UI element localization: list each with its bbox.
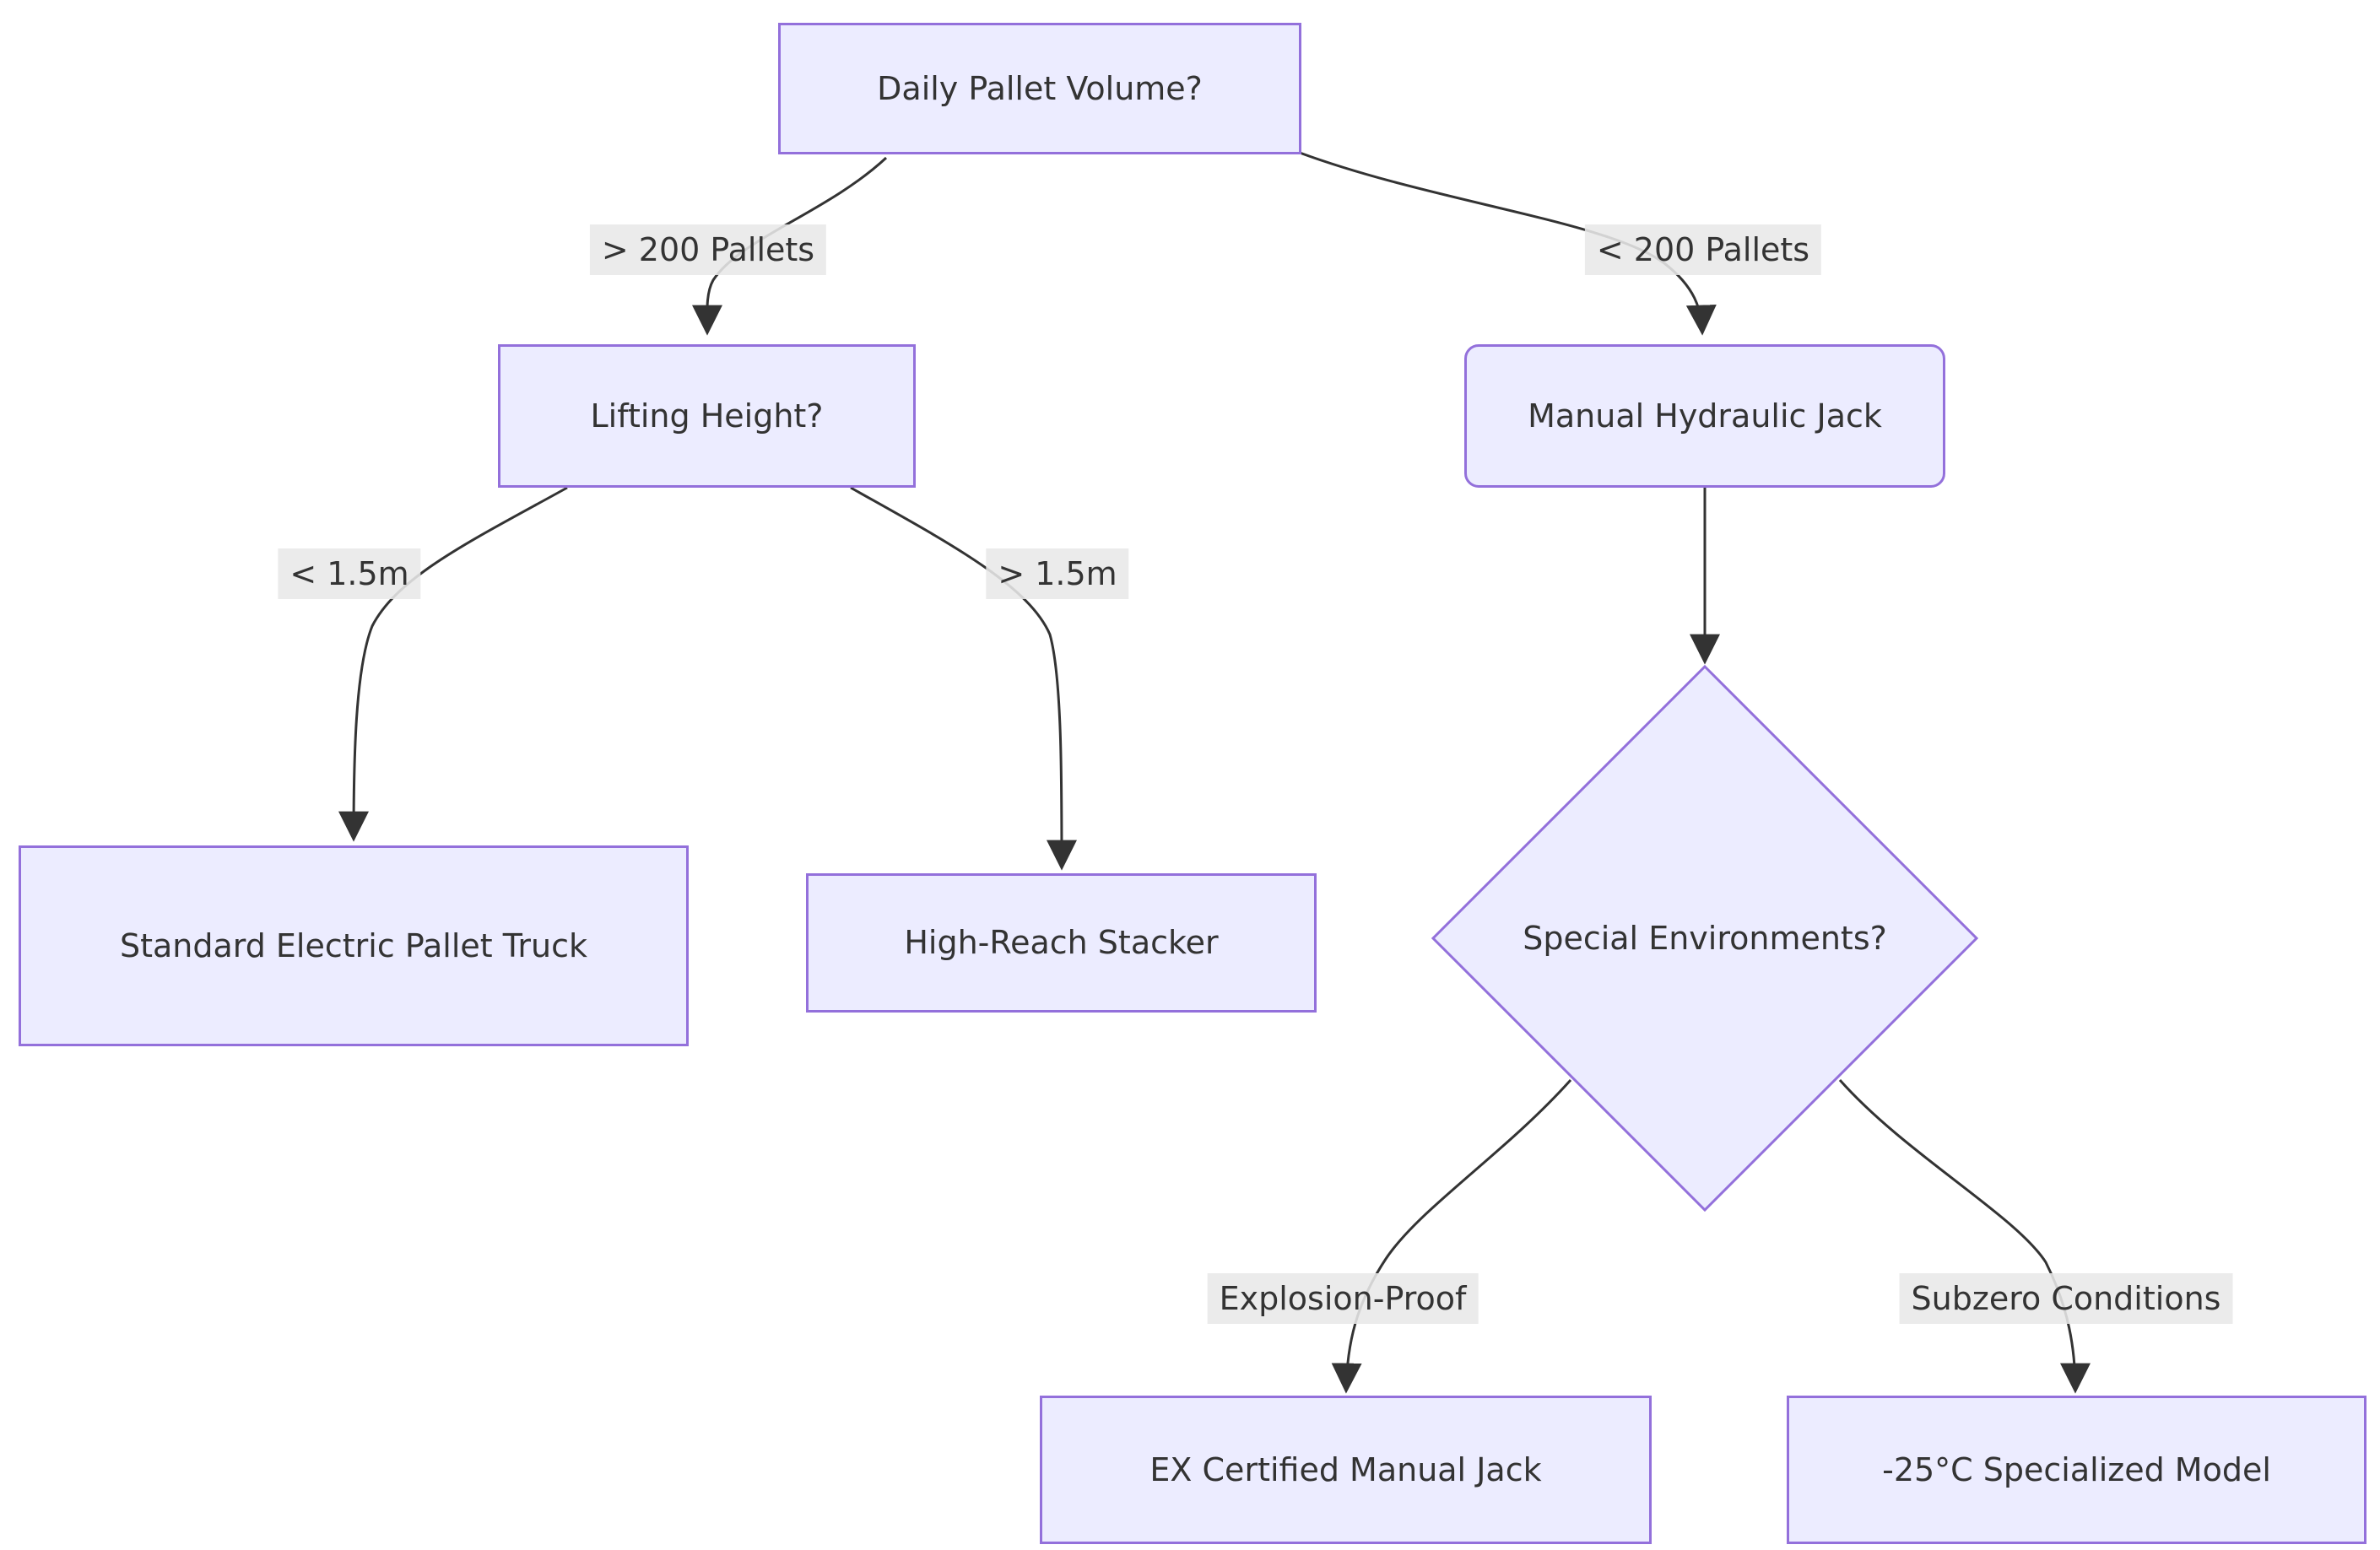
node-high-reach-stacker: High-Reach Stacker [806, 873, 1317, 1013]
edge-special-env-to-subzero-model [1838, 1079, 2091, 1394]
node-lifting-height-label: Lifting Height? [590, 397, 824, 435]
node-ex-certified-manual-jack-label: EX Certified Manual Jack [1149, 1450, 1542, 1488]
edge-lifting-to-standard-truck [338, 486, 568, 842]
edge-label-explosion-proof: Explosion-Proof [1207, 1273, 1479, 1324]
node-ex-certified-manual-jack: EX Certified Manual Jack [1040, 1396, 1652, 1544]
node-high-reach-stacker-label: High-Reach Stacker [904, 924, 1219, 962]
node-lifting-height: Lifting Height? [498, 344, 916, 488]
edge-special-env-to-ex-certified [1331, 1078, 1572, 1394]
edge-label-subzero-conditions: Subzero Conditions [1899, 1273, 2233, 1324]
edge-label-gt-200-pallets: > 200 Pallets [589, 224, 827, 275]
node-standard-electric-pallet-truck: Standard Electric Pallet Truck [19, 845, 689, 1046]
node-manual-hydraulic-jack: Manual Hydraulic Jack [1464, 344, 1945, 488]
edge-lifting-to-high-reach [850, 486, 1077, 871]
node-daily-pallet-volume: Daily Pallet Volume? [778, 23, 1301, 154]
node-standard-electric-pallet-truck-label: Standard Electric Pallet Truck [119, 926, 588, 964]
edge-label-gt-1-5m: > 1.5m [986, 548, 1129, 599]
decision-special-environments-shape [1431, 664, 1979, 1212]
edge-label-lt-1-5m: < 1.5m [278, 548, 421, 599]
node-subzero-specialized-model-label: -25°C Specialized Model [1882, 1450, 2271, 1488]
edge-label-lt-200-pallets: < 200 Pallets [1584, 224, 1822, 275]
node-manual-hydraulic-jack-label: Manual Hydraulic Jack [1528, 397, 1882, 435]
node-daily-pallet-volume-label: Daily Pallet Volume? [877, 69, 1203, 107]
node-subzero-specialized-model: -25°C Specialized Model [1787, 1396, 2366, 1544]
